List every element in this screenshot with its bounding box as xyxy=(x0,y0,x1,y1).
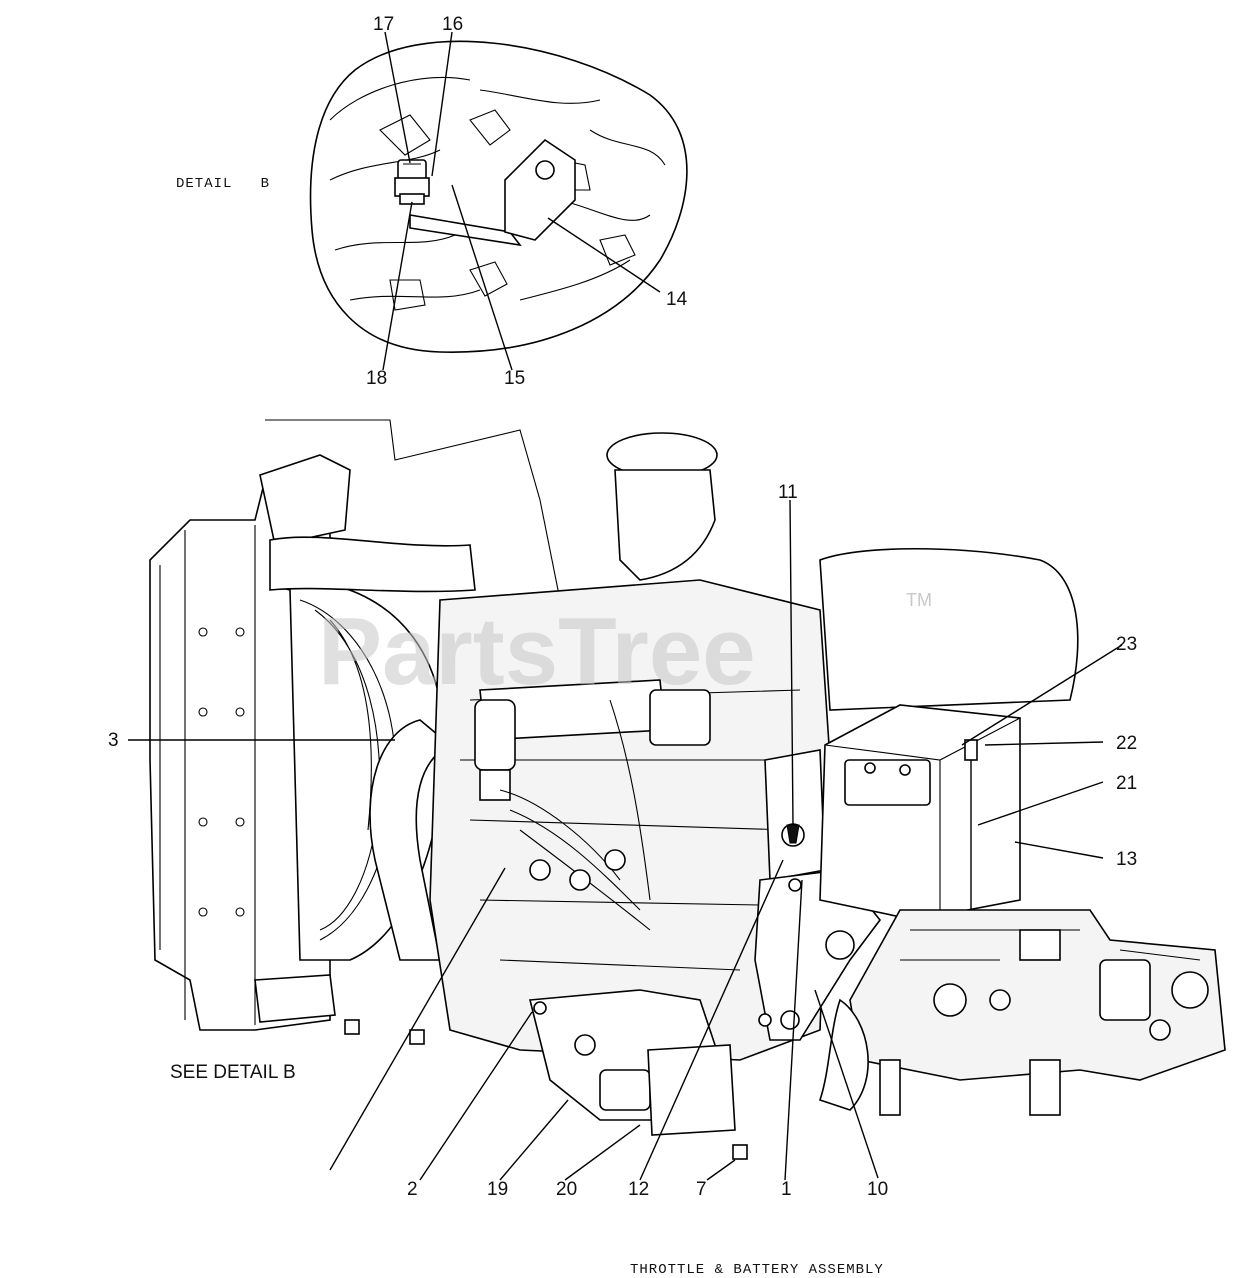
assembly-caption: THROTTLE & BATTERY ASSEMBLY xyxy=(630,1262,884,1278)
callouts: 17 16 14 18 15 11 23 3 22 21 13 2 19 20 … xyxy=(108,14,1137,1200)
callout-22: 22 xyxy=(1116,733,1137,754)
callout-12: 12 xyxy=(628,1179,649,1200)
callout-11: 11 xyxy=(778,482,798,503)
detail-b-view xyxy=(309,40,688,353)
callout-18: 18 xyxy=(366,368,387,389)
callout-15: 15 xyxy=(504,368,525,389)
callout-2: 2 xyxy=(407,1179,418,1200)
watermark-text: PartsTree xyxy=(318,598,756,705)
callout-17: 17 xyxy=(373,14,394,35)
callout-7: 7 xyxy=(696,1179,707,1200)
see-detail-b-label: SEE DETAIL B xyxy=(170,1062,296,1083)
callout-14: 14 xyxy=(666,289,688,310)
callout-20: 20 xyxy=(556,1179,577,1200)
callout-3: 3 xyxy=(108,730,119,751)
callout-16: 16 xyxy=(442,14,463,35)
leader-lines xyxy=(128,31,1123,1181)
callout-23: 23 xyxy=(1116,634,1137,655)
watermark-trademark: TM xyxy=(906,590,932,610)
engine-assembly xyxy=(149,419,1226,1160)
detail-b-label: DETAIL B xyxy=(176,176,270,192)
callout-19: 19 xyxy=(487,1179,508,1200)
callout-21: 21 xyxy=(1116,773,1137,794)
callout-10: 10 xyxy=(867,1179,888,1200)
watermark: PartsTree TM xyxy=(318,590,932,705)
callout-1: 1 xyxy=(781,1179,792,1200)
callout-13: 13 xyxy=(1116,849,1137,870)
